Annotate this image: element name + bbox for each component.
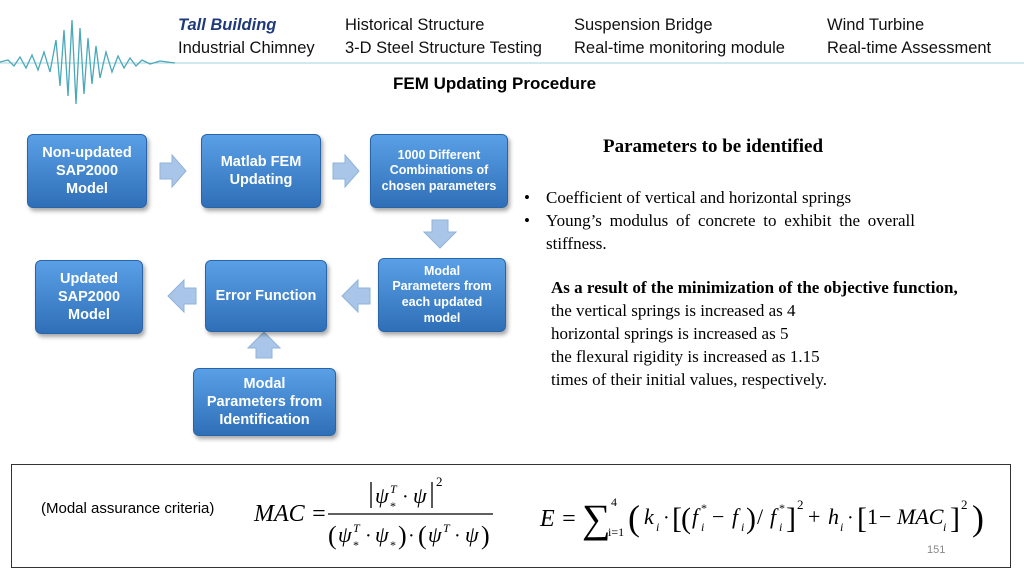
nav-real-time-monitoring-module[interactable]: Real-time monitoring module [574,39,785,57]
page-title: FEM Updating Procedure [393,74,597,93]
svg-text:ψ: ψ [375,483,389,508]
svg-text:h: h [828,504,839,529]
svg-text:/: / [757,504,764,529]
formula-box [11,464,1011,568]
svg-text:2: 2 [797,497,804,512]
svg-text:): ) [481,521,490,550]
result-line: the flexural rigidity is increased as 1.… [551,347,820,366]
svg-text:−: − [879,504,891,529]
nav-wind-turbine[interactable]: Wind Turbine [827,16,925,34]
box-error-function: Error Function [205,260,327,332]
mac-label: (Modal assurance criteria) [41,500,215,517]
svg-text:+: + [808,504,820,529]
arrow-right-1 [159,153,187,189]
svg-text:ψ: ψ [338,522,352,547]
svg-text:2: 2 [961,497,968,512]
arrow-down-1 [422,219,458,249]
nav-historical-structure[interactable]: Historical Structure [345,16,485,34]
nav-3d-steel-structure-testing[interactable]: 3-D Steel Structure Testing [345,39,542,57]
svg-text:*: * [353,538,359,552]
e-lhs: E = [539,506,577,532]
svg-text:*: * [390,499,396,513]
flow-arrows [159,153,458,359]
svg-text:ψ: ψ [375,522,389,547]
svg-text:4: 4 [611,495,617,509]
svg-text:(: ( [628,498,640,538]
svg-text:f: f [692,504,701,529]
formula-equations: MAC = ψ T * · ψ 2 ( ψ T * · ψ * ) · ( ψ … [253,474,984,552]
svg-text:i: i [779,520,782,534]
svg-text:(: ( [418,521,427,550]
result-line: horizontal springs is increased as 5 [551,324,789,343]
parameter-item: •Coefficient of vertical and horizontal … [524,188,852,207]
svg-text:): ) [398,521,407,550]
svg-text:∑: ∑ [582,496,611,541]
nav-tall-building[interactable]: Tall Building [178,16,277,34]
svg-text:*: * [701,501,707,515]
svg-text:T: T [443,521,451,535]
svg-text:·: · [663,507,670,529]
svg-text:]: ] [950,502,960,535]
result-line: times of their initial values, respectiv… [551,370,828,389]
svg-text:ψ: ψ [413,483,427,508]
svg-text:[: [ [857,502,867,535]
svg-text:i: i [701,520,704,534]
svg-text:1: 1 [867,504,878,529]
svg-text:(: ( [328,521,337,550]
svg-text:T: T [390,482,398,496]
svg-text:i=1: i=1 [608,525,624,539]
nav-industrial-chimney[interactable]: Industrial Chimney [178,39,315,57]
svg-text:): ) [746,502,756,535]
svg-text:): ) [972,498,984,538]
parameters-list: •Coefficient of vertical and horizontal … [520,186,915,255]
svg-text:·: · [365,525,372,547]
svg-text:i: i [943,520,946,534]
page-number: 151 [927,544,946,556]
svg-text:ψ: ψ [428,522,442,547]
mac-lhs: MAC = [253,501,327,527]
svg-text:i: i [840,520,843,534]
svg-text:·: · [454,525,461,547]
svg-text:i: i [741,520,744,534]
nav-suspension-bridge[interactable]: Suspension Bridge [574,16,713,34]
arrow-left-2 [167,278,197,314]
svg-text:[: [ [672,502,682,535]
svg-text:k: k [644,504,655,529]
arrow-right-2 [332,153,360,189]
svg-text:*: * [779,501,785,515]
svg-text:·: · [402,486,409,508]
nav-real-time-assessment[interactable]: Real-time Assessment [827,39,992,57]
parameter-item: •Young’s modulus of concrete to exhibit … [524,211,915,253]
svg-text:·: · [408,525,415,547]
svg-text:(: ( [681,502,691,535]
svg-text:*: * [390,538,396,552]
svg-text:·: · [847,507,854,529]
svg-text:]: ] [786,502,796,535]
arrow-up-1 [246,331,282,359]
svg-text:−: − [712,504,724,529]
svg-text:f: f [770,504,779,529]
result-line: the vertical springs is increased as 4 [551,301,796,320]
svg-text:f: f [732,504,741,529]
svg-text:T: T [353,521,361,535]
arrow-left-1 [341,278,371,314]
result-text: As a result of the minimization of the o… [551,276,958,391]
svg-text:ψ: ψ [465,522,479,547]
svg-text:2: 2 [436,474,443,489]
result-heading: As a result of the minimization of the o… [551,278,958,297]
svg-text:MAC: MAC [896,504,944,529]
seismic-wave-decoration [0,19,1024,105]
svg-text:i: i [656,520,659,534]
parameters-title: Parameters to be identified [603,136,824,157]
